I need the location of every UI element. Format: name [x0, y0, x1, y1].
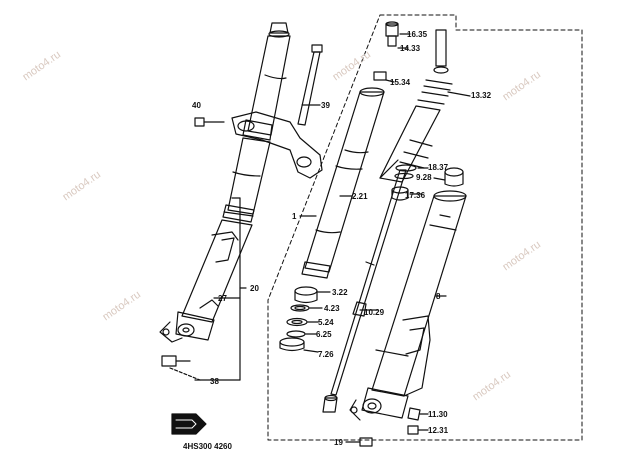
callout-16-35: 16.35 [407, 30, 428, 39]
damper-rod [322, 169, 407, 413]
callout-4-23: 4.23 [324, 304, 340, 313]
callout-38: 38 [210, 377, 219, 386]
dashed-group-border [267, 14, 583, 441]
callout-1: 1 [292, 212, 297, 221]
callout-19: 19 [334, 438, 343, 447]
callout-14-33: 14.33 [400, 44, 421, 53]
callout-20: 20 [250, 284, 259, 293]
outer-tube [345, 190, 467, 447]
callout-7-26: 7.26 [318, 350, 334, 359]
callout-5-24: 5.24 [318, 318, 334, 327]
callout-10-29: 10.29 [364, 308, 385, 317]
front-arrow-icon [171, 413, 207, 435]
callout-8: 8 [436, 292, 441, 301]
diagram-code: 4HS300 4260 [183, 442, 232, 451]
callout-27: 27 [218, 294, 227, 303]
callout-12-31: 12.31 [428, 426, 449, 435]
fork-spring [373, 21, 471, 201]
inner-tube [299, 87, 385, 279]
callout-6-25: 6.25 [316, 330, 332, 339]
callout-9-28: 9.28 [416, 173, 432, 182]
left-fork-assembly [159, 22, 291, 381]
callout-40: 40 [192, 101, 201, 110]
callout-2-21: 2.21 [352, 192, 368, 201]
oil-lock-piece [433, 167, 464, 187]
callout-18-37: 18.37 [428, 163, 449, 172]
seal-stack [279, 286, 331, 353]
callout-15-34: 15.34 [390, 78, 411, 87]
steering-stem [194, 44, 323, 179]
callout-3-22: 3.22 [332, 288, 348, 297]
callout-39: 39 [321, 101, 330, 110]
callout-17-36: 17.36 [405, 191, 426, 200]
callout-11-30: 11.30 [428, 410, 448, 419]
callout-13-32: 13.32 [471, 91, 492, 100]
